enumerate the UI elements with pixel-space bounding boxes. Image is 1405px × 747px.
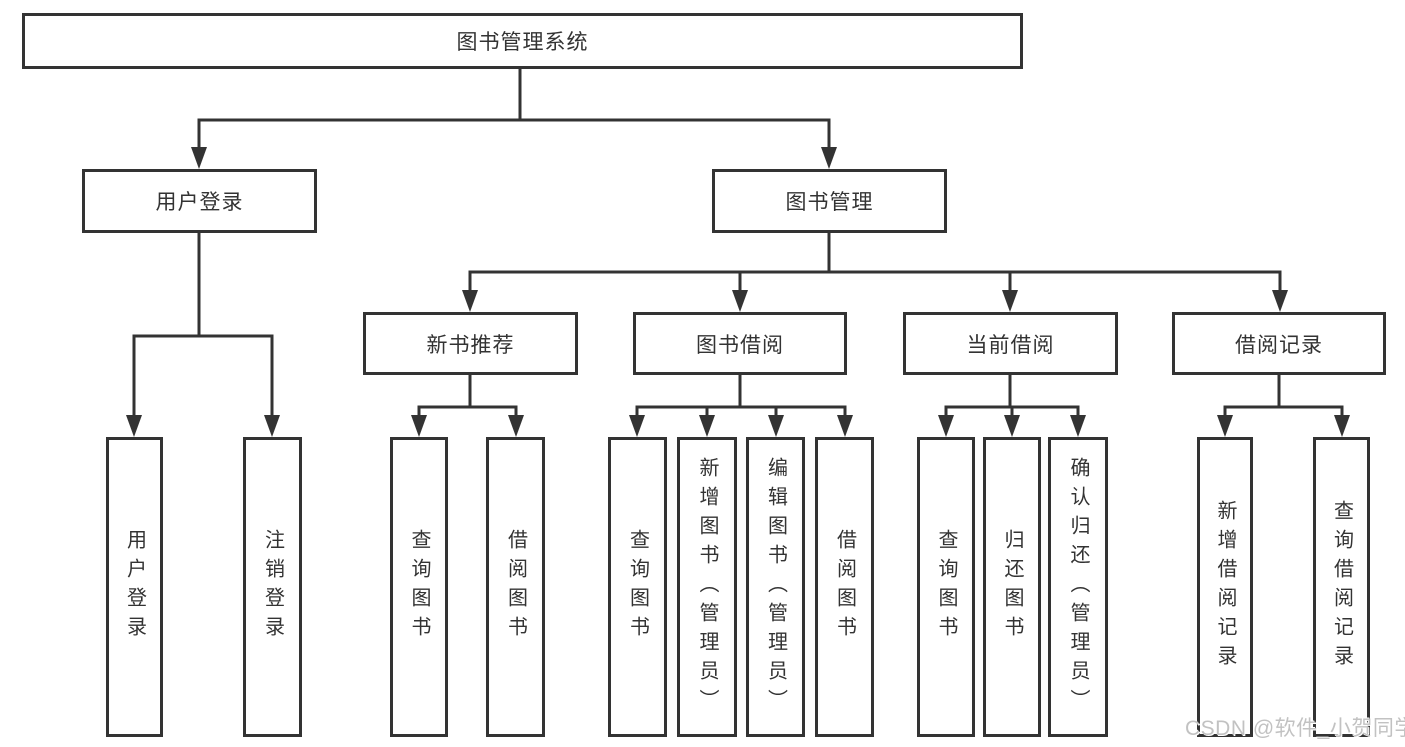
leaf-label: 新增图书（管理员） — [696, 456, 718, 718]
node-library-management-system: 图书管理系统 — [22, 13, 1023, 69]
leaf-add-book-admin: 新增图书（管理员） — [677, 437, 737, 737]
node-label: 用户登录 — [155, 191, 244, 214]
leaf-label: 借阅图书 — [504, 529, 527, 645]
leaf-query-book-borrow: 查询图书 — [608, 437, 667, 737]
leaf-label: 查询图书 — [408, 529, 430, 645]
node-label: 借阅记录 — [1235, 333, 1323, 357]
leaf-confirm-return-admin: 确认归还（管理员） — [1048, 437, 1108, 737]
leaf-query-book-current: 查询图书 — [917, 437, 975, 737]
leaf-label: 编辑图书（管理员） — [764, 456, 787, 718]
node-new-book-recommend: 新书推荐 — [363, 312, 578, 375]
leaf-add-borrow-record: 新增借阅记录 — [1197, 437, 1253, 737]
leaf-label: 注销登录 — [261, 529, 284, 645]
node-label: 当前借阅 — [966, 333, 1055, 357]
node-label: 图书借阅 — [696, 333, 784, 357]
arrowheads — [126, 147, 1350, 437]
leaf-user-login: 用户登录 — [106, 437, 163, 737]
leaf-return-book: 归还图书 — [983, 437, 1041, 737]
leaf-label: 用户登录 — [123, 529, 146, 645]
leaf-label: 查询图书 — [935, 529, 957, 645]
leaf-label: 确认归还（管理员） — [1067, 456, 1089, 718]
node-current-borrow: 当前借阅 — [903, 312, 1118, 375]
node-label: 图书管理系统 — [456, 31, 589, 54]
node-label: 图书管理 — [785, 191, 874, 214]
node-label: 新书推荐 — [426, 333, 515, 357]
leaf-borrow-book: 借阅图书 — [815, 437, 874, 737]
leaf-label: 借阅图书 — [833, 529, 856, 645]
node-borrow-record: 借阅记录 — [1172, 312, 1386, 375]
node-book-borrow: 图书借阅 — [633, 312, 847, 375]
node-book-management: 图书管理 — [712, 169, 947, 233]
node-user-login: 用户登录 — [82, 169, 317, 233]
csdn-watermark: CSDN @软件_小贺同学 — [1185, 717, 1405, 740]
leaf-logout: 注销登录 — [243, 437, 302, 737]
leaf-label: 查询借阅记录 — [1330, 500, 1353, 674]
leaf-label: 新增借阅记录 — [1214, 500, 1236, 674]
leaf-borrow-book-recommend: 借阅图书 — [486, 437, 545, 737]
leaf-edit-book-admin: 编辑图书（管理员） — [746, 437, 805, 737]
leaf-label: 归还图书 — [1001, 529, 1023, 645]
leaf-query-borrow-record: 查询借阅记录 — [1313, 437, 1370, 737]
leaf-label: 查询图书 — [626, 529, 649, 645]
leaf-query-book-recommend: 查询图书 — [390, 437, 448, 737]
